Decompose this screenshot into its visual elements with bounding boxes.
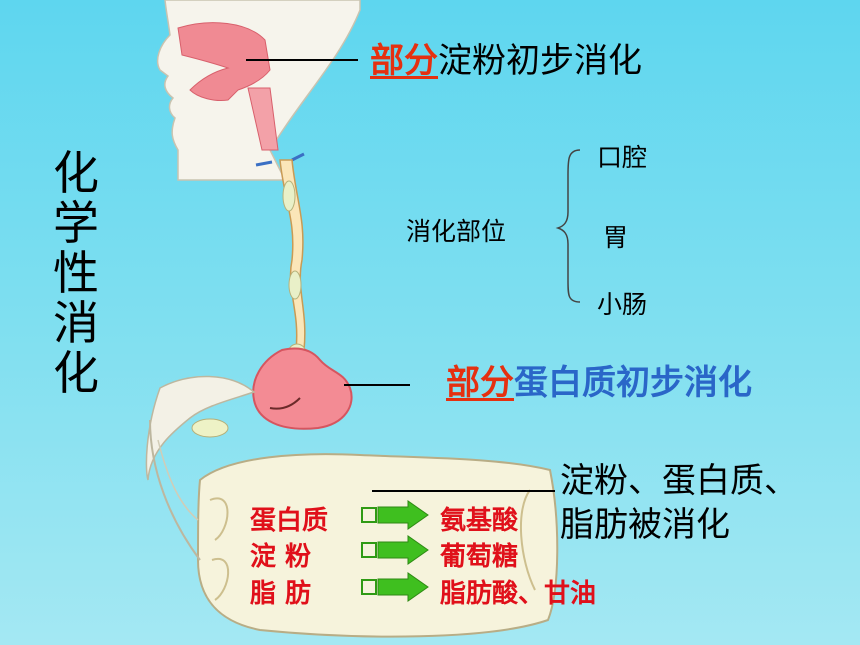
reaction-to-fatty-acid-glycerol: 脂肪酸、甘油 [440, 579, 597, 609]
side-title: 化 学 性 消 化 [50, 148, 102, 398]
duodenum [145, 375, 256, 481]
reaction-to-amino-acid: 氨基酸 [440, 506, 519, 536]
reaction-from-starch: 淀 粉 [250, 542, 312, 572]
large-intestine-edge [149, 419, 201, 561]
side-title-char: 消 [53, 296, 99, 350]
oral-cavity [177, 22, 271, 101]
side-title-char: 化 [53, 146, 99, 200]
stomach-label: 部分蛋白质初步消化 [446, 366, 752, 400]
intestine-fold-1 [209, 497, 229, 541]
food-bolus-1 [282, 180, 296, 212]
stomach-arrow [269, 397, 301, 410]
pancreas [191, 418, 229, 438]
side-title-char: 学 [53, 196, 99, 250]
reaction-arrow-3 [361, 572, 429, 602]
reaction-from-protein: 蛋白质 [250, 506, 329, 536]
site-small-intestine: 小肠 [597, 290, 648, 319]
intestine-label-line2: 脂肪被消化 [560, 505, 730, 545]
throat-arrow-right [291, 152, 305, 162]
mouth-label-highlight: 部分 [370, 41, 438, 81]
mouth-label-text: 淀粉初步消化 [438, 41, 642, 81]
site-oral-cavity: 口腔 [597, 143, 648, 172]
reaction-arrow-1 [361, 500, 429, 530]
sites-brace [555, 149, 581, 303]
food-bolus-2 [288, 270, 302, 300]
throat-arrow-left [255, 160, 273, 167]
stomach-label-text: 蛋白质初步消化 [514, 363, 752, 403]
intestine-fold-2 [211, 557, 230, 601]
reaction-to-glucose: 葡萄糖 [440, 542, 519, 572]
leader-line-intestine [372, 490, 555, 492]
site-stomach: 胃 [603, 223, 629, 252]
reaction-arrow-2 [361, 535, 429, 565]
side-title-char: 性 [53, 246, 99, 300]
stomach-label-highlight: 部分 [446, 363, 514, 403]
intestine-label-line1: 淀粉、蛋白质、 [560, 461, 798, 501]
leader-line-mouth [246, 59, 358, 61]
reaction-from-fat: 脂 肪 [250, 579, 312, 609]
leader-line-stomach [344, 384, 410, 386]
large-intestine-edge-2 [157, 439, 199, 521]
stomach [252, 347, 353, 430]
side-title-char: 化 [53, 346, 99, 400]
pharynx [247, 87, 279, 151]
intestine-fold-3 [520, 489, 536, 591]
mouth-label: 部分淀粉初步消化 [370, 44, 642, 78]
sites-label: 消化部位 [406, 217, 507, 246]
